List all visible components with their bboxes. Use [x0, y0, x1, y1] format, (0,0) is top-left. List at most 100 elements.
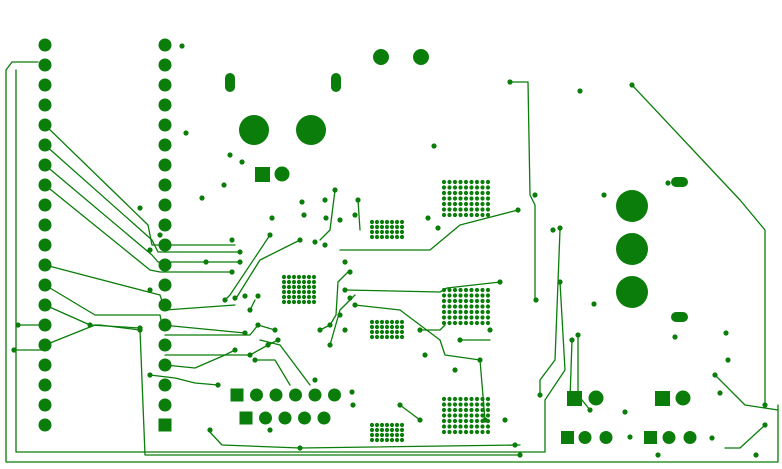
header-pin — [250, 388, 263, 402]
via — [255, 322, 261, 328]
header-pin — [38, 158, 52, 172]
trace-p — [259, 339, 311, 386]
bga-ball — [374, 437, 380, 443]
bga-ball — [474, 185, 480, 190]
bga-ball — [447, 293, 452, 298]
header-pin — [158, 158, 172, 172]
bga-ball — [452, 309, 458, 315]
via — [435, 225, 441, 231]
bga-ball — [379, 422, 385, 428]
bga-ball — [463, 429, 469, 435]
bga-ball — [463, 402, 469, 407]
trace-f — [44, 284, 246, 334]
bga-ball — [480, 185, 485, 190]
bga-ball — [441, 293, 447, 298]
trace-z — [357, 199, 361, 231]
via — [183, 130, 189, 136]
round-pad — [588, 390, 604, 406]
via — [452, 367, 458, 373]
header-pin — [158, 238, 172, 252]
bga-ball — [469, 424, 474, 429]
bga-ball — [480, 179, 485, 185]
header-pin — [38, 358, 52, 372]
via — [252, 357, 258, 363]
bga-ball — [281, 294, 287, 300]
bga-ball — [286, 284, 292, 290]
via — [515, 207, 521, 213]
bga-ball — [281, 299, 287, 305]
bga-ball — [447, 429, 452, 435]
bga-ball — [384, 219, 390, 225]
bga-ball — [384, 329, 390, 335]
header-pin — [278, 411, 292, 425]
via — [347, 269, 353, 275]
bga-ball — [463, 315, 469, 320]
bga-ball — [474, 315, 480, 320]
via — [312, 377, 318, 383]
bga-ball — [447, 201, 452, 207]
via — [337, 217, 343, 223]
via — [569, 337, 575, 343]
via — [237, 249, 243, 255]
via — [355, 197, 361, 203]
bga-ball — [474, 309, 480, 315]
bga-ball — [485, 185, 491, 190]
trace-ah — [207, 429, 521, 449]
via — [537, 392, 543, 398]
bga-ball — [369, 422, 375, 428]
bga-ball — [447, 413, 452, 418]
bga-ball — [452, 315, 458, 320]
bga-ball — [447, 179, 452, 185]
bga-ball — [311, 274, 317, 280]
bga-ball — [379, 234, 385, 240]
bga-ball — [485, 429, 491, 435]
via — [723, 330, 729, 336]
bga-ball — [474, 413, 480, 418]
via — [349, 389, 355, 395]
bga-ball — [379, 219, 385, 225]
slot-pad — [225, 73, 235, 92]
bga-ball — [480, 315, 485, 320]
bga-ball — [384, 427, 390, 433]
bga-ball — [480, 212, 485, 218]
bga-ball — [480, 429, 485, 435]
via — [237, 259, 243, 265]
trace-ab — [15, 69, 566, 453]
trace-t — [319, 269, 351, 331]
via — [517, 452, 523, 458]
trace-y — [509, 81, 536, 301]
bga-ball — [469, 190, 474, 196]
bga-ball — [469, 407, 474, 413]
bga-ball — [474, 212, 480, 218]
trace-n — [164, 349, 236, 369]
bga-ball — [458, 320, 463, 326]
bga-ball — [384, 432, 390, 438]
bga-ball — [306, 284, 312, 290]
bga-ball — [447, 418, 452, 424]
bga-ball — [389, 422, 395, 428]
bga-ball — [452, 402, 458, 407]
bga-ball — [379, 432, 385, 438]
bga-ball — [469, 304, 474, 309]
header-pin — [38, 98, 52, 112]
via — [601, 192, 607, 198]
bga-ball — [384, 422, 390, 428]
bga-ball — [296, 294, 302, 300]
bga-ball — [389, 324, 395, 330]
bga-ball — [458, 190, 463, 196]
header-pin — [38, 38, 52, 52]
via — [762, 402, 768, 408]
via — [317, 327, 323, 333]
bga-ball — [441, 424, 447, 429]
bga-ball — [389, 219, 395, 225]
bga-ball — [458, 309, 463, 315]
via — [137, 205, 143, 211]
via — [577, 88, 583, 94]
via — [242, 330, 248, 336]
header-pin — [158, 218, 172, 232]
bga-ball — [485, 407, 491, 413]
bga-ball — [469, 185, 474, 190]
bga-ball — [281, 279, 287, 285]
bga-ball — [458, 413, 463, 418]
